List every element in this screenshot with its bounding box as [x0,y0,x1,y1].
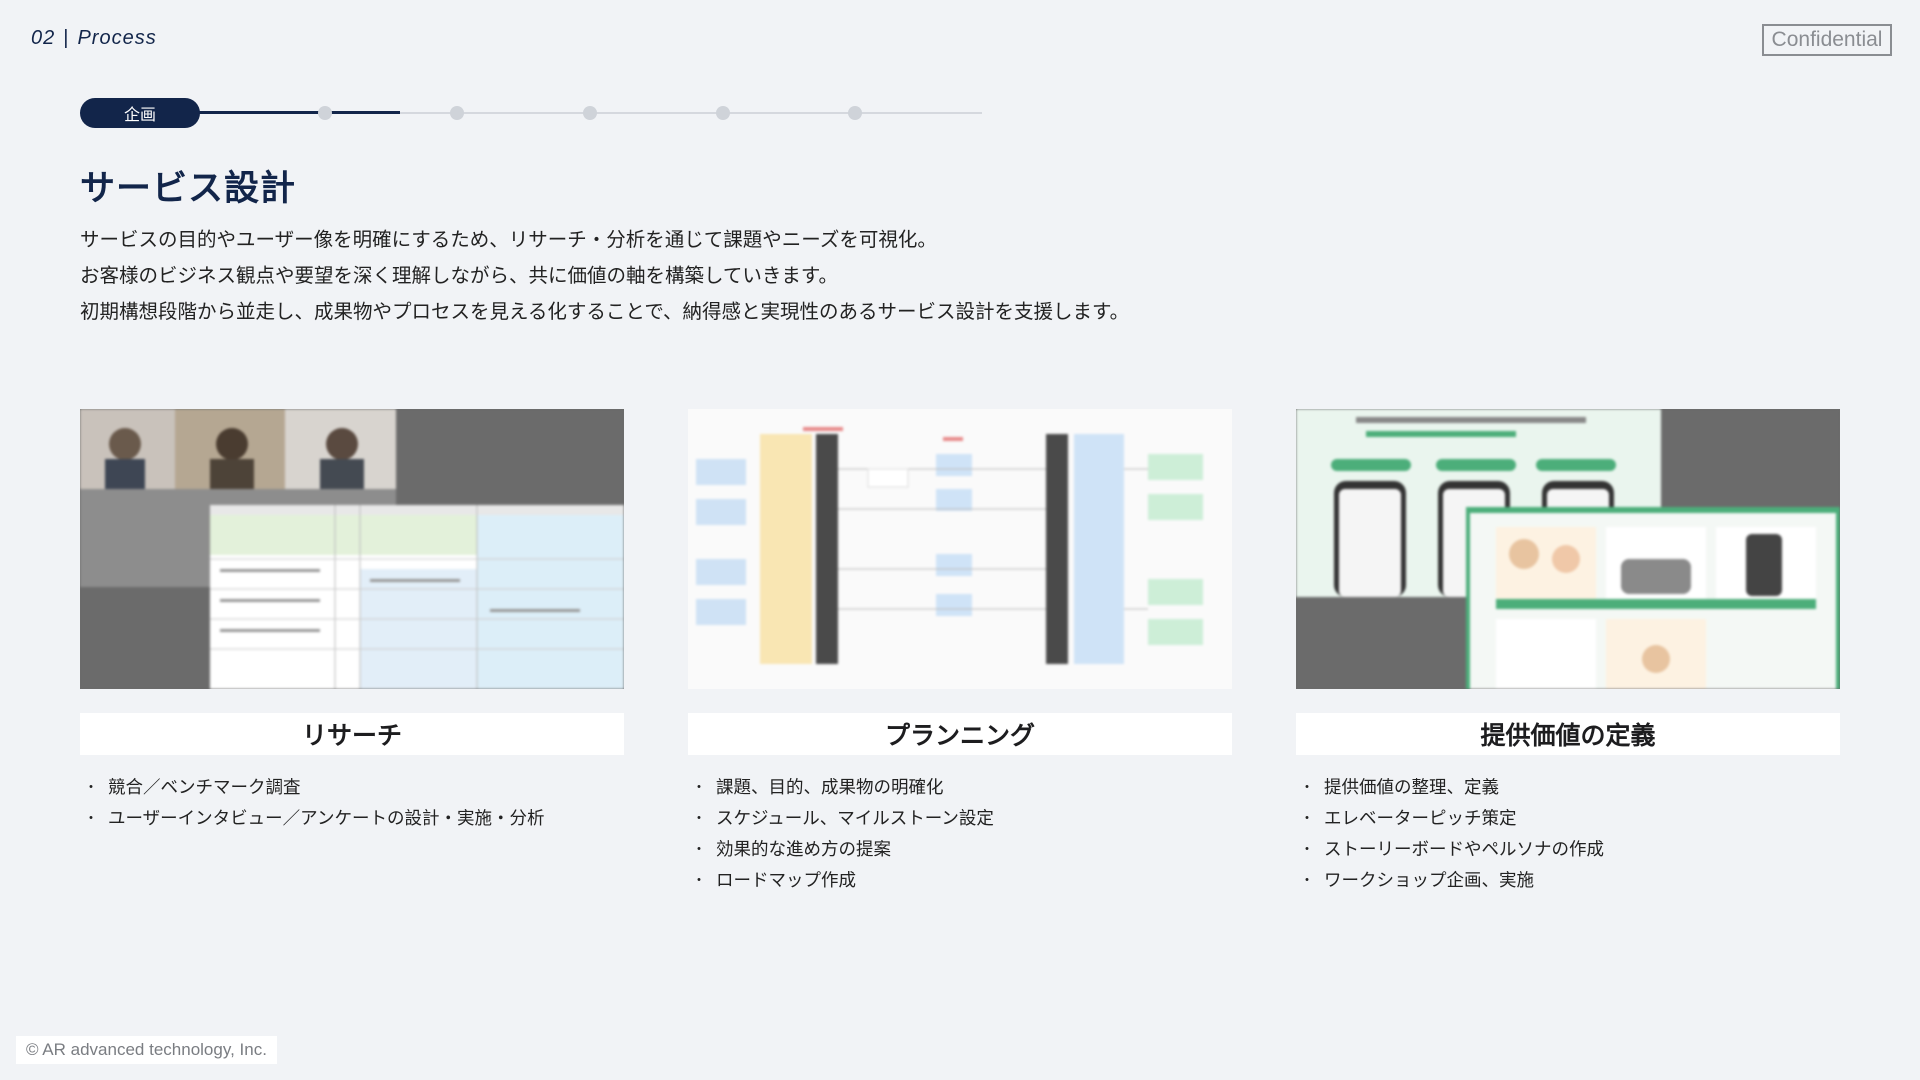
step-dot-3[interactable] [450,106,464,120]
card-item: ワークショップ企画、実施 [1300,866,1840,897]
card-item: ロードマップ作成 [692,866,1232,897]
step-dot-4[interactable] [583,106,597,120]
card-title: プランニング [688,713,1232,755]
section-label: 02 | Process [31,27,157,50]
card-item: 課題、目的、成果物の明確化 [692,773,1232,804]
description-line: お客様のビジネス観点や要望を深く理解しながら、共に価値の軸を構築していきます。 [80,264,838,287]
card-item: エレベーターピッチ策定 [1300,804,1840,835]
value-definition-illustration [1296,409,1840,689]
card-research: リサーチ 競合／ベンチマーク調査 ユーザーインタビュー／アンケートの設計・実施・… [80,409,624,835]
stepper-track [80,112,982,114]
card-item: 提供価値の整理、定義 [1300,773,1840,804]
description-line: 初期構想段階から並走し、成果物やプロセスを見える化することで、納得感と実現性のあ… [80,300,1130,323]
card-item-list: 提供価値の整理、定義 エレベーターピッチ策定 ストーリーボードやペルソナの作成 … [1296,773,1840,897]
section-name: Process [77,27,157,49]
card-item: 効果的な進め方の提案 [692,835,1232,866]
research-illustration [80,409,624,689]
stepper-progress [180,111,400,114]
card-title: リサーチ [80,713,624,755]
step-dot-2[interactable] [318,106,332,120]
card-value-definition: 提供価値の定義 提供価値の整理、定義 エレベーターピッチ策定 ストーリーボードや… [1296,409,1840,897]
confidential-badge: Confidential [1762,24,1892,56]
step-dot-5[interactable] [716,106,730,120]
planning-image [688,409,1232,689]
planning-diagram-illustration [688,409,1232,689]
card-item: ストーリーボードやペルソナの作成 [1300,835,1840,866]
card-item-list: 競合／ベンチマーク調査 ユーザーインタビュー／アンケートの設計・実施・分析 [80,773,624,835]
section-separator: | [63,27,70,49]
card-planning: プランニング 課題、目的、成果物の明確化 スケジュール、マイルストーン設定 効果… [688,409,1232,897]
copyright-notice: © AR advanced technology, Inc. [16,1036,277,1064]
research-image [80,409,624,689]
card-item: ユーザーインタビュー／アンケートの設計・実施・分析 [84,804,624,835]
step-dot-6[interactable] [848,106,862,120]
card-title: 提供価値の定義 [1296,713,1840,755]
page-title: サービス設計 [80,169,297,209]
section-number: 02 [31,27,56,49]
process-stepper: 企画 [80,97,982,129]
description-line: サービスの目的やユーザー像を明確にするため、リサーチ・分析を通じて課題やニーズを… [80,228,937,251]
card-item: 競合／ベンチマーク調査 [84,773,624,804]
page-description: サービスの目的やユーザー像を明確にするため、リサーチ・分析を通じて課題やニーズを… [80,222,1380,330]
card-item: スケジュール、マイルストーン設定 [692,804,1232,835]
step-active-pill[interactable]: 企画 [80,98,200,128]
value-definition-image [1296,409,1840,689]
card-item-list: 課題、目的、成果物の明確化 スケジュール、マイルストーン設定 効果的な進め方の提… [688,773,1232,897]
